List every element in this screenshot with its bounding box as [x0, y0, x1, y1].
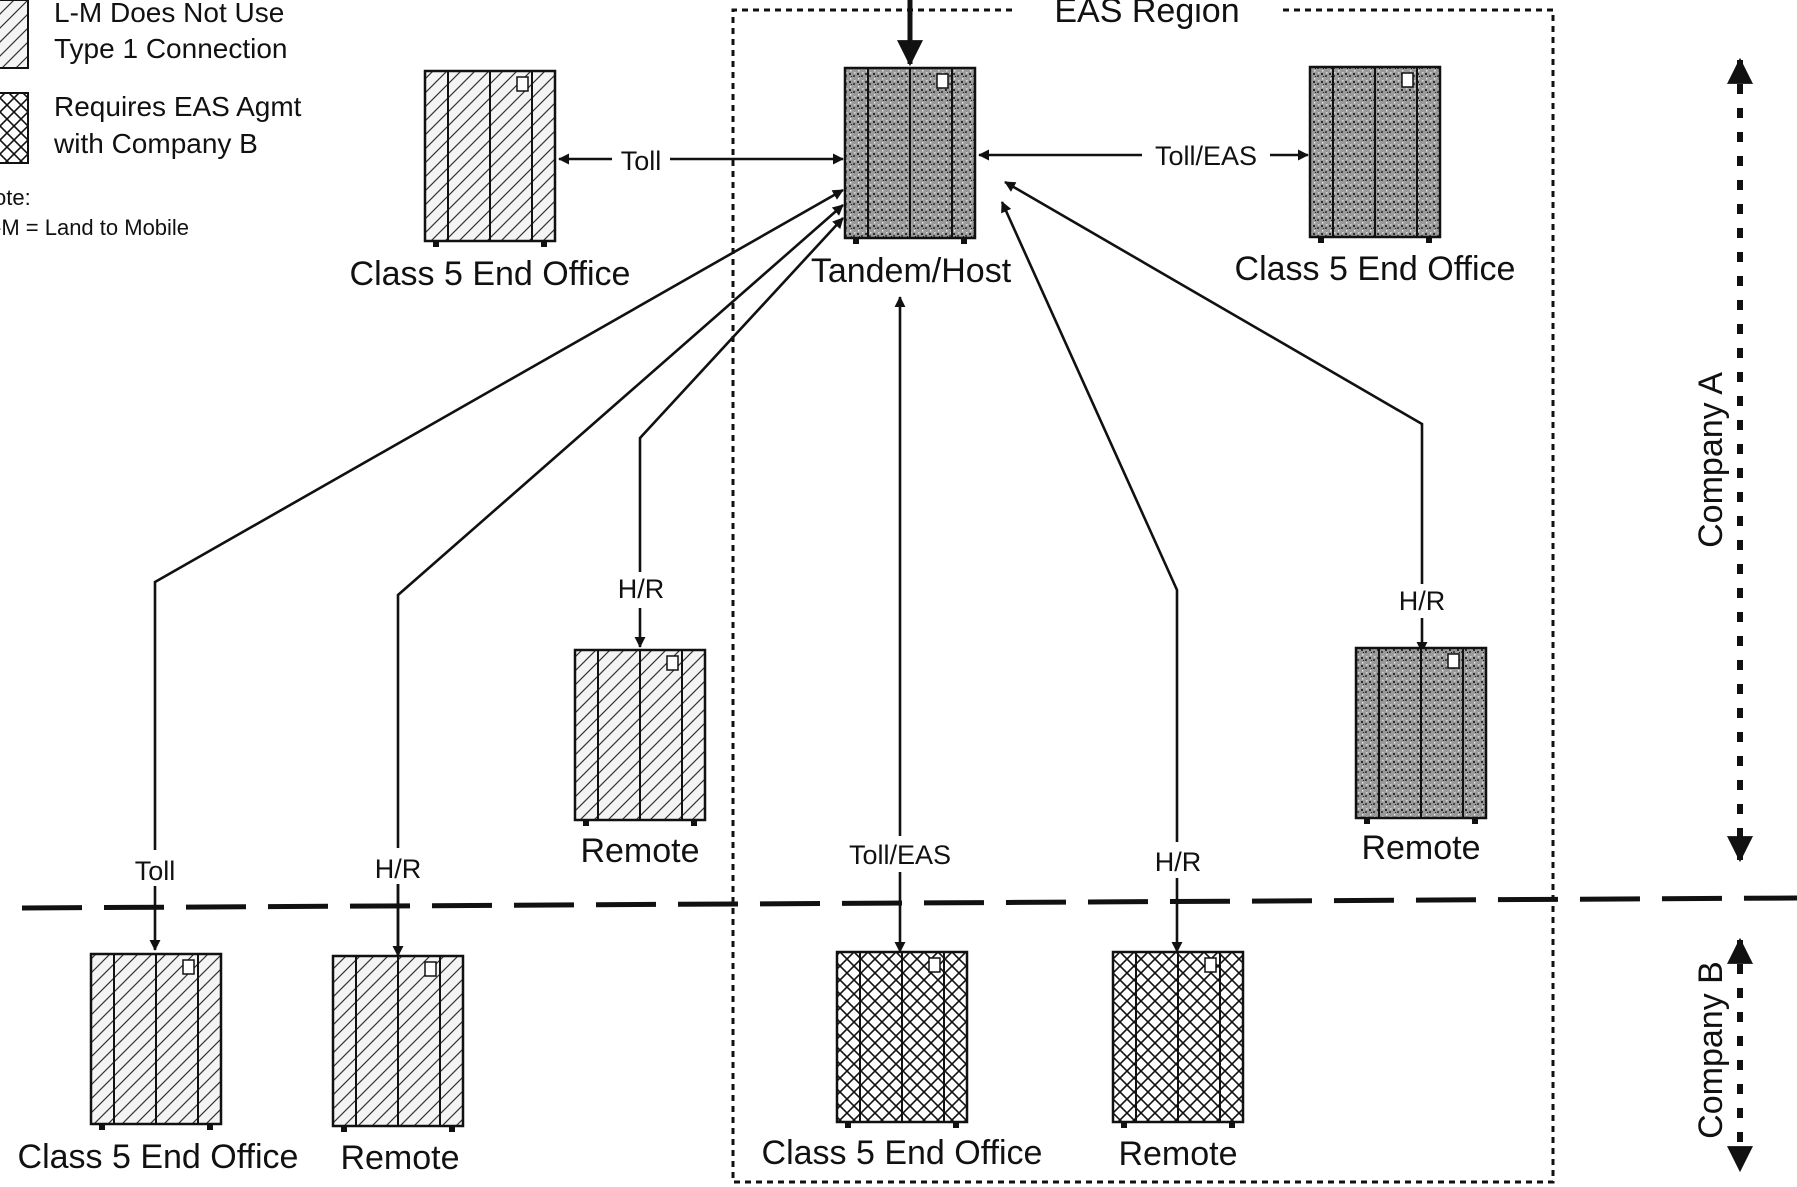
label-bg [362, 848, 436, 884]
link-hr-b-left-label: H/R [375, 854, 422, 884]
label-bg [838, 836, 964, 872]
company-divider-line [21, 895, 1797, 911]
remote-right-switch [1354, 646, 1488, 824]
b-class5-end-office-center-label: Class 5 End Office [762, 1134, 1043, 1172]
label-bg [1142, 138, 1270, 170]
class5-end-office-left-switch [423, 69, 557, 247]
tandem-host-label: Tandem/Host [811, 252, 1012, 290]
link-hr-right-label: H/R [1399, 586, 1446, 616]
legend-item2-line2: with Company B [53, 128, 258, 159]
b-class5-end-office-left-label: Class 5 End Office [18, 1138, 299, 1176]
link-tolleas-right-label: Toll/EAS [1155, 141, 1257, 171]
legend-item1-line2: Type 1 Connection [54, 33, 288, 64]
class5-end-office-right-label: Class 5 End Office [1235, 250, 1516, 288]
link-toll-b-left [149, 188, 844, 951]
company-divider [21, 895, 1797, 911]
link-hr-right [1004, 180, 1424, 605]
label-bg [1388, 584, 1458, 618]
eas-region: EAS Region [731, 0, 1555, 1184]
label-bg [120, 850, 190, 886]
b-remote-left-label: Remote [340, 1139, 459, 1177]
remote-center-switch [573, 648, 707, 826]
link-hr-center [638, 217, 844, 610]
b-class5-end-office-center-switch [835, 950, 969, 1128]
class5-end-office-left-label: Class 5 End Office [350, 255, 631, 293]
label-bg [1141, 842, 1215, 878]
remote-center-label: Remote [580, 832, 699, 870]
class5-end-office-right-switch [1308, 65, 1442, 243]
legend-note-label: ote: [0, 185, 31, 210]
eas-region-border [731, 8, 1555, 1184]
label-bg [612, 143, 670, 175]
b-remote-center-switch [1111, 950, 1245, 1128]
legend: L-M Does Not Use Type 1 Connection Requi… [0, 0, 302, 240]
legend-item1-line1: L-M Does Not Use [54, 0, 284, 28]
legend-swatch-crosshatch [0, 92, 29, 164]
link-toll-b-left-label: Toll [135, 856, 176, 886]
company-a-label: Company A [1692, 372, 1730, 548]
legend-swatch-diagonal [0, 0, 29, 69]
company-b-label: Company B [1692, 961, 1730, 1139]
link-hr-b-center [1000, 201, 1183, 953]
legend-item2-line1: Requires EAS Agmt [54, 91, 302, 122]
eas-region-title: EAS Region [1054, 0, 1239, 30]
link-hr-b-left [396, 204, 844, 956]
connections: Toll Toll/EAS Toll H/R H/R Toll/EAS H/R … [120, 0, 1458, 957]
link-tolleas-b-center-label: Toll/EAS [849, 840, 951, 870]
link-hr-b-center-label: H/R [1155, 847, 1202, 877]
link-hr-center-label: H/R [618, 574, 665, 604]
switch-cabinets: Tandem/Host Class 5 End Office Class 5 E… [18, 65, 1516, 1177]
link-toll-left-label: Toll [621, 146, 662, 176]
b-remote-center-label: Remote [1118, 1135, 1237, 1173]
company-axis: Company A Company B [1692, 57, 1753, 1173]
label-bg [606, 572, 676, 608]
remote-right-label: Remote [1361, 829, 1480, 867]
legend-note-text: -M = Land to Mobile [0, 215, 189, 240]
b-class5-end-office-left-switch [89, 952, 223, 1130]
b-remote-left-switch [331, 954, 465, 1132]
tandem-host-switch [843, 66, 977, 244]
